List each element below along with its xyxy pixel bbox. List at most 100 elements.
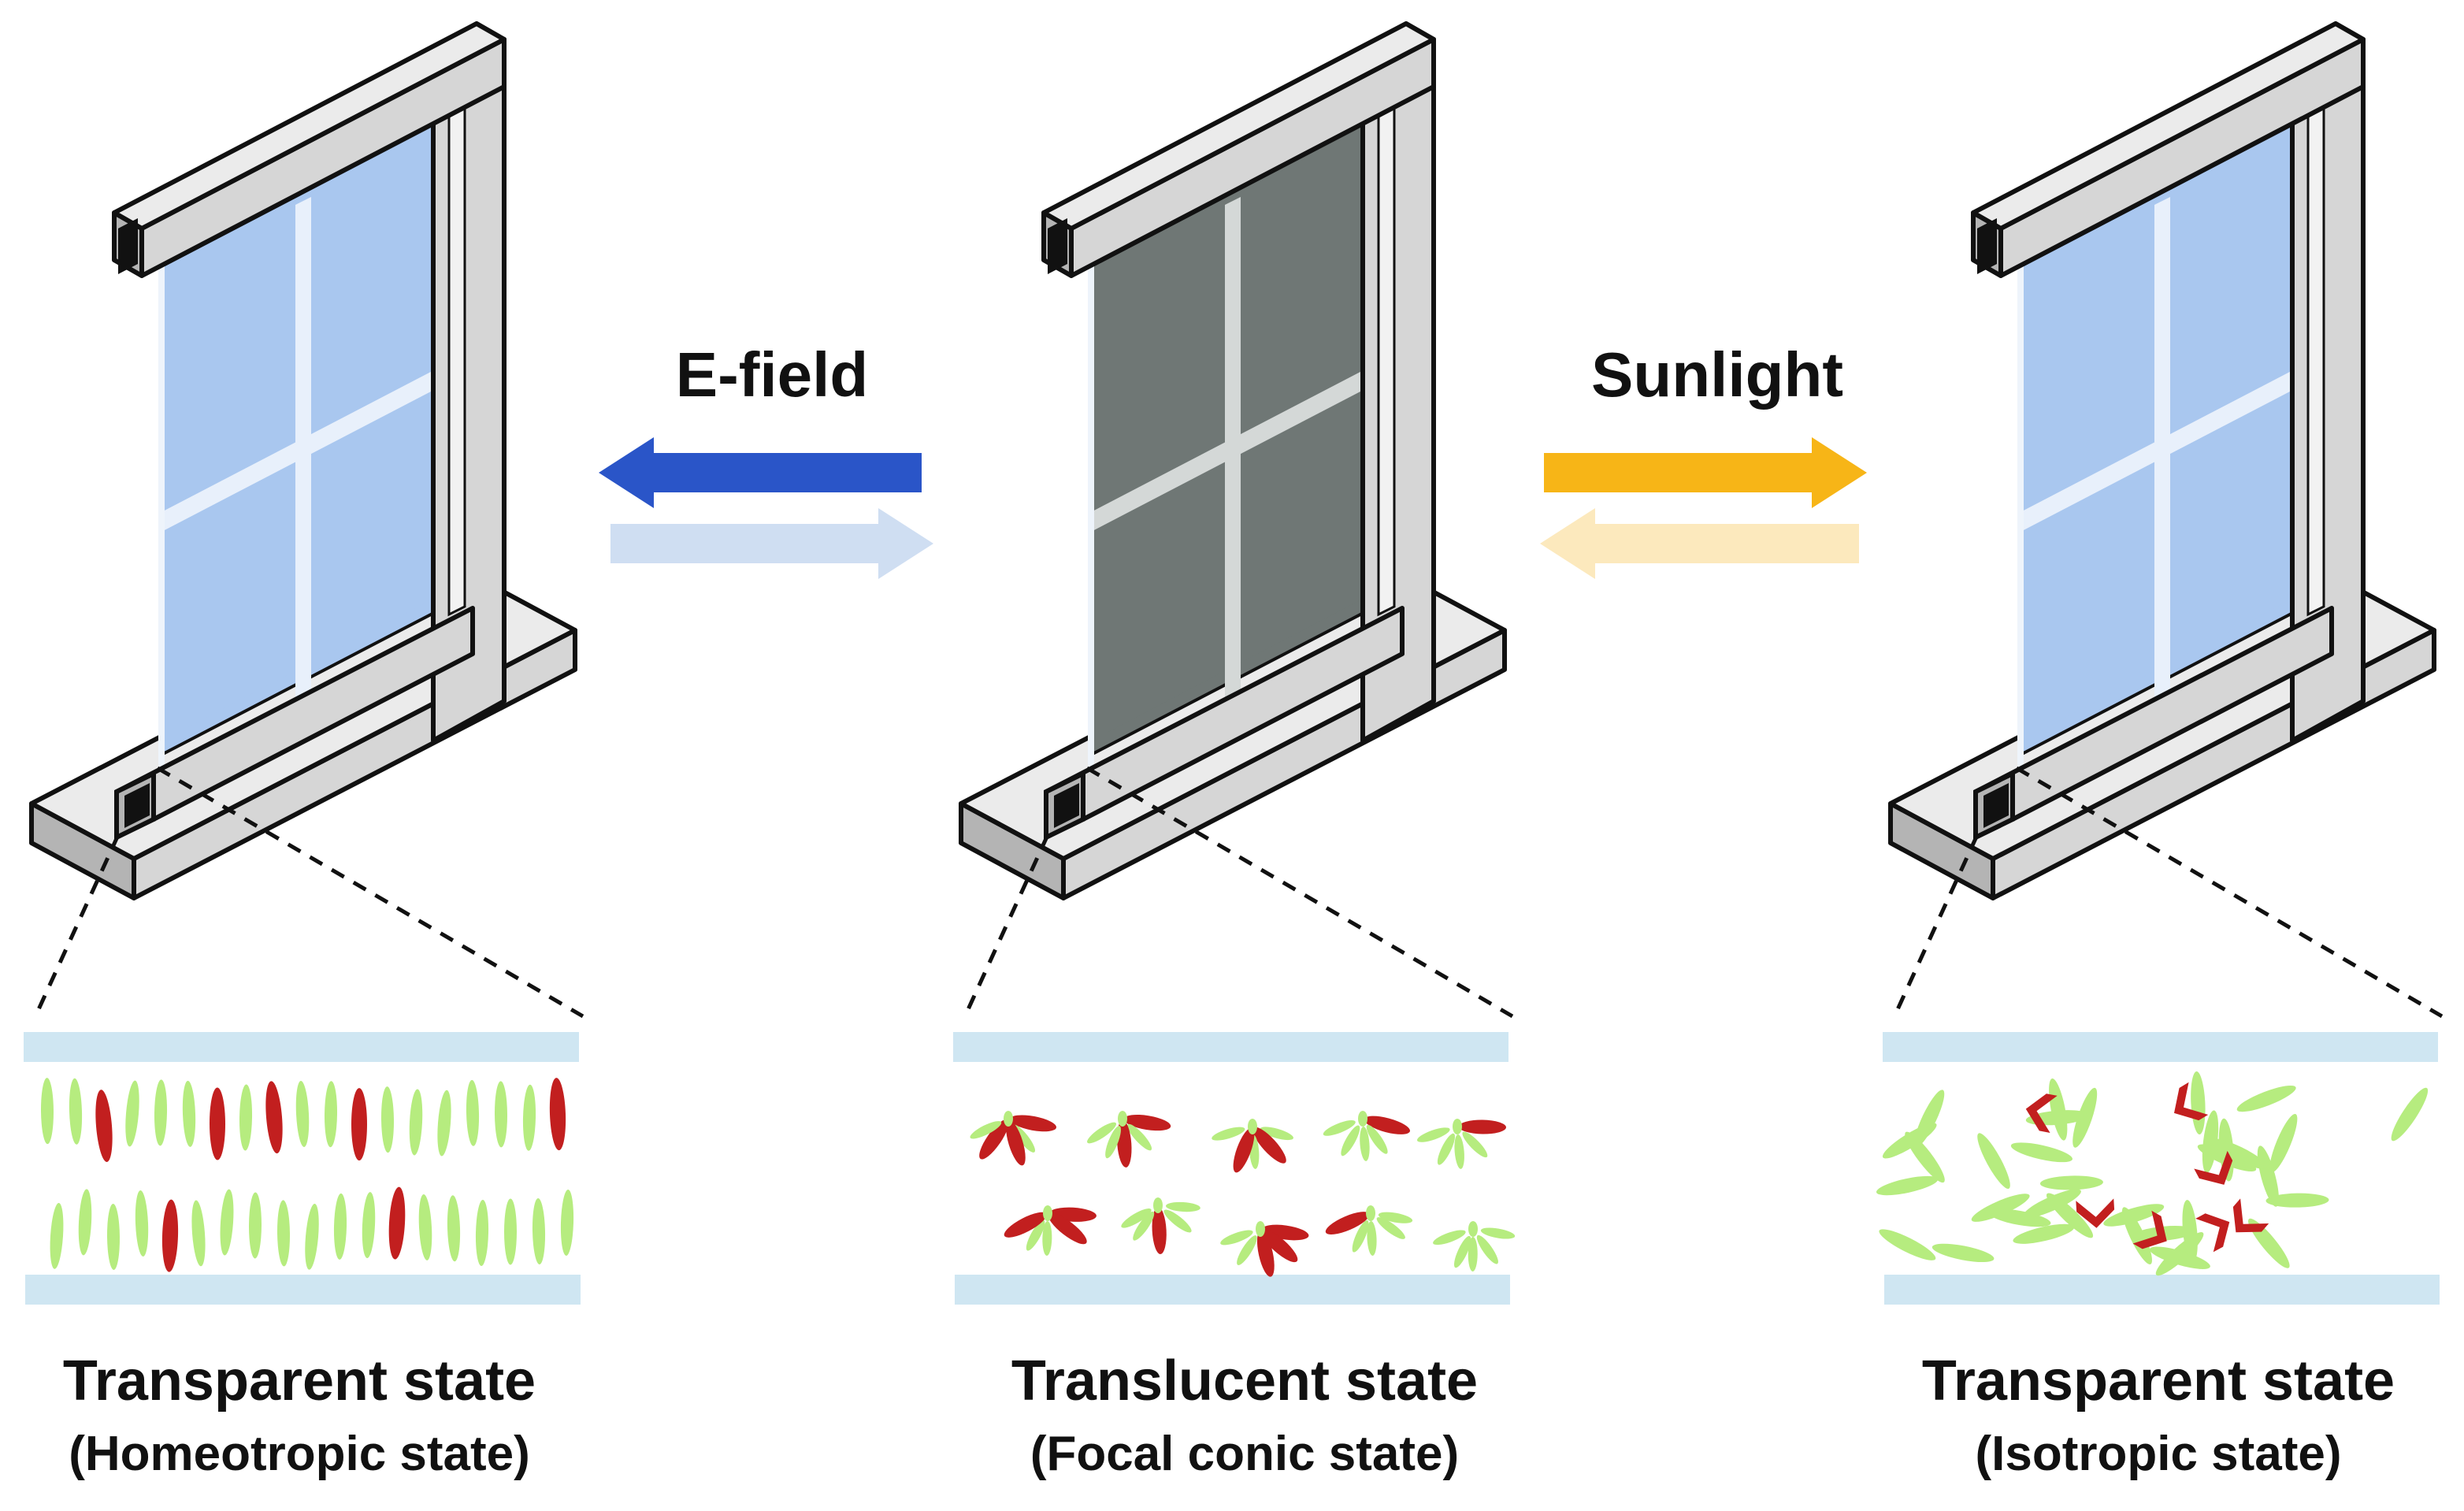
zoom-line-left — [33, 833, 121, 1018]
lc-molecule-green — [466, 1079, 480, 1146]
lc-molecule-green — [1468, 1236, 1478, 1272]
lc-molecule-green — [437, 1090, 451, 1156]
lc-molecule-red — [1004, 1212, 1047, 1238]
mullion-horizontal — [161, 362, 449, 532]
top-substrate — [953, 1032, 1508, 1062]
state-1-subtitle: (Homeotropic state) — [69, 1427, 530, 1481]
lc-molecule-green — [50, 1202, 64, 1269]
lc-molecule-red — [1260, 1229, 1298, 1263]
lc-molecule-green — [1931, 1243, 1995, 1263]
lc-molecule-green — [248, 1192, 262, 1259]
lc-molecule-green — [970, 1121, 1002, 1139]
lc-molecule-green — [239, 1084, 253, 1151]
lc-molecule-green — [2269, 1114, 2298, 1173]
lc-molecule-green — [2391, 1087, 2429, 1142]
lc-molecule-green — [125, 1080, 139, 1147]
lc-molecule-red — [1123, 1115, 1171, 1131]
lc-molecule-red — [549, 1078, 566, 1151]
bottom-substrate — [955, 1275, 1510, 1305]
bottom-channel — [124, 783, 150, 828]
lc-molecule-green — [1133, 1211, 1155, 1241]
lc-molecule-green — [1165, 1201, 1200, 1212]
sunlight-arrow-reverse — [1540, 508, 1859, 579]
frame-inner-lip — [1377, 106, 1396, 617]
lc-molecule-green — [409, 1089, 423, 1156]
lc-molecule-bent — [2232, 1198, 2269, 1233]
efield-arrow-forward — [599, 437, 922, 508]
sunlight-label: Sunlight — [1591, 340, 1843, 410]
lc-molecule-green — [305, 1203, 319, 1270]
lc-molecule-red — [1252, 1127, 1286, 1164]
lc-molecule-green — [1163, 1209, 1192, 1233]
lc-molecule-green — [2049, 1078, 2068, 1141]
lc-molecule-green — [1323, 1120, 1356, 1136]
state-1-title: Transparent state — [62, 1350, 536, 1413]
lc-molecule-green — [418, 1194, 432, 1260]
lc-molecule-green — [1366, 1124, 1388, 1154]
lc-molecule-green — [380, 1086, 395, 1153]
state-3-title: Transparent state — [1921, 1350, 2395, 1413]
lc-molecule-green — [1352, 1220, 1369, 1253]
lc-molecule-green — [191, 1200, 206, 1267]
lc-molecule-green — [2149, 1246, 2210, 1269]
bottom-substrate — [1884, 1275, 2440, 1305]
window-2 — [959, 21, 1514, 1019]
lc-molecule-bent — [2173, 1082, 2209, 1121]
lc-molecule-green — [220, 1189, 234, 1256]
lc-molecule-green — [1876, 1175, 1939, 1196]
lc-molecule-green — [1121, 1208, 1152, 1228]
lc-molecule-green — [1977, 1133, 2010, 1189]
lc-molecule-red — [1325, 1212, 1370, 1235]
lc-molecule-green — [1454, 1134, 1464, 1169]
lc-molecule-bent — [2076, 1198, 2115, 1228]
lc-molecule-green — [69, 1078, 83, 1145]
state-2-title: Translucent state — [1011, 1350, 1479, 1413]
lc-molecule-green — [362, 1192, 376, 1258]
lc-molecule-red — [1152, 1206, 1167, 1254]
lc-molecule-green — [522, 1084, 536, 1151]
lc-molecule-red — [1009, 1115, 1056, 1132]
efield-label: E-field — [675, 340, 869, 410]
lc-molecule-green — [1341, 1125, 1360, 1156]
lc-molecule-green — [324, 1081, 338, 1148]
lc-molecule-green — [154, 1079, 168, 1146]
lc-molecule-red — [161, 1199, 179, 1272]
lc-molecule-green — [1453, 1119, 1462, 1134]
top-substrate — [1883, 1032, 2438, 1062]
lc-molecule-green — [1212, 1127, 1245, 1141]
lc-molecule-green — [276, 1200, 291, 1267]
lc-molecule-red — [1233, 1127, 1255, 1173]
zoom-line-right — [1085, 766, 1514, 1019]
mullion-horizontal — [2021, 362, 2308, 532]
lc-molecule-green — [532, 1198, 546, 1265]
window-3 — [1888, 21, 2444, 1019]
lc-molecule-green — [1360, 1126, 1370, 1161]
lc-molecule-green — [1366, 1205, 1375, 1221]
lc-molecule-bent — [2132, 1210, 2167, 1249]
lc-molecule-green — [2248, 1218, 2290, 1268]
lc-molecule-green — [295, 1081, 310, 1147]
lc-molecule-red — [1364, 1116, 1410, 1134]
state-2-subtitle: (Focal conic state) — [1030, 1427, 1460, 1481]
mullion-horizontal — [1091, 362, 1379, 532]
zoom-line-right — [156, 766, 584, 1019]
lc-molecule-green — [1462, 1131, 1488, 1158]
lc-molecule-green — [494, 1081, 508, 1148]
lc-molecule-red — [1006, 1119, 1026, 1166]
lc-molecule-green — [333, 1193, 347, 1260]
lc-molecule-green — [1026, 1220, 1045, 1251]
zoom-line-left — [963, 833, 1050, 1018]
lc-molecule-green — [2265, 1193, 2329, 1208]
sunlight-arrow-forward — [1544, 437, 1867, 508]
header-channel — [1048, 218, 1067, 274]
lc-molecule-red — [1256, 1230, 1275, 1277]
lc-molecule-red — [1048, 1212, 1087, 1245]
lc-molecule-bent — [2025, 1093, 2058, 1134]
lc-molecule-green — [78, 1189, 92, 1256]
lc-cell-3 — [1876, 1032, 2440, 1305]
top-substrate — [24, 1032, 579, 1062]
lc-molecule-green — [182, 1080, 196, 1147]
lc-molecule-green — [1468, 1221, 1478, 1237]
